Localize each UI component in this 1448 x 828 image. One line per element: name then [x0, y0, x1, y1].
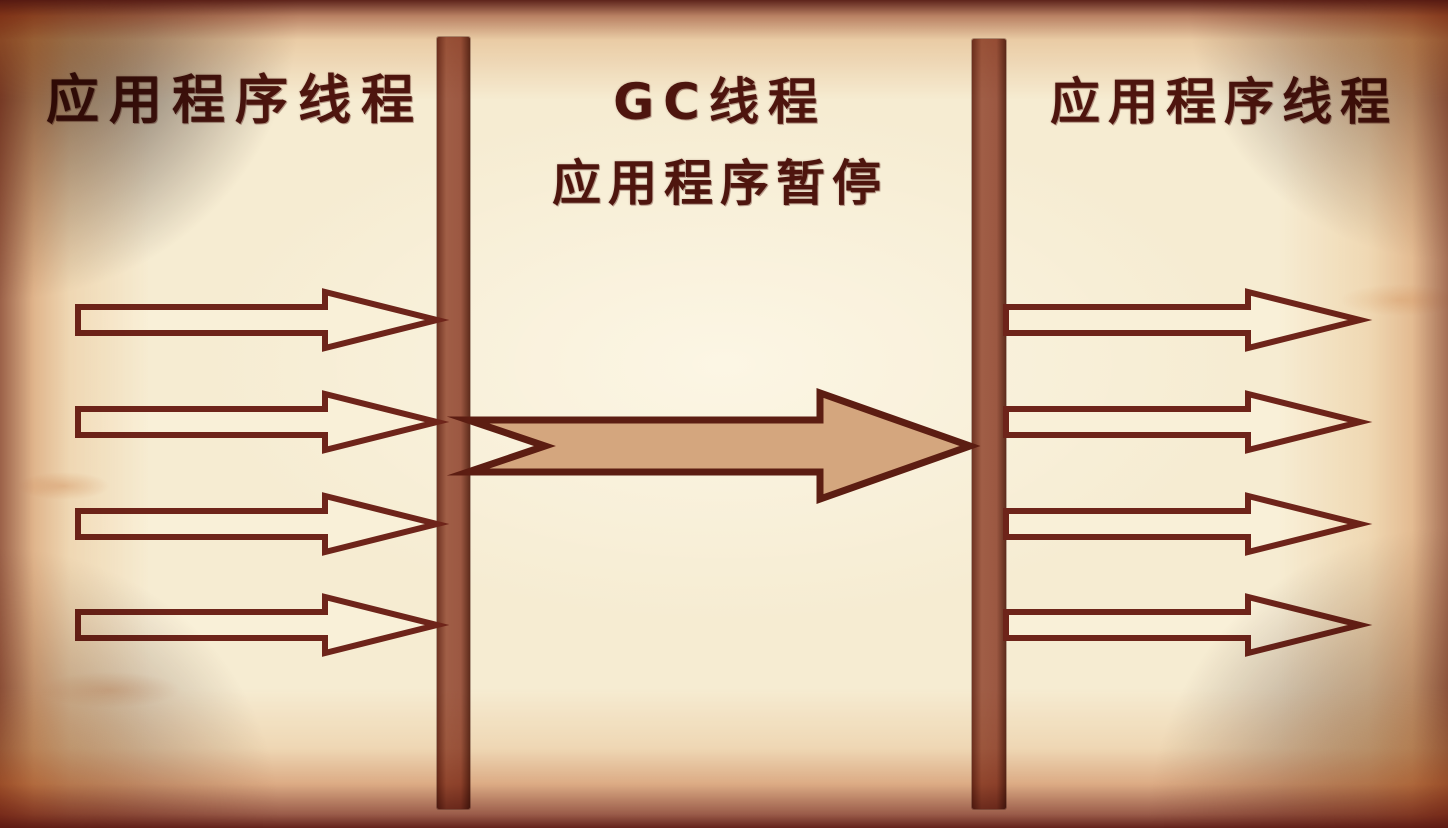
- application-paused-label: 应用程序暂停: [551, 155, 888, 212]
- thread-arrow-right-1: [1003, 288, 1373, 352]
- right-application-threads-label: 应用程序线程: [1050, 73, 1398, 131]
- thread-arrow-left-3: [75, 492, 450, 556]
- thread-arrow-left-4: [75, 593, 450, 657]
- gc-thread-label: GC线程: [613, 73, 827, 131]
- thread-arrow-left-1: [75, 288, 450, 352]
- thread-arrow-right-3: [1003, 492, 1373, 556]
- left-application-threads-label: 应用程序线程: [46, 70, 424, 131]
- thread-arrow-left-2: [75, 390, 450, 454]
- thread-arrow-right-4: [1003, 593, 1373, 657]
- thread-arrow-right-2: [1003, 390, 1373, 454]
- center-label-group: GC线程 应用程序暂停: [470, 62, 970, 215]
- gc-stw-arrow: [446, 388, 981, 504]
